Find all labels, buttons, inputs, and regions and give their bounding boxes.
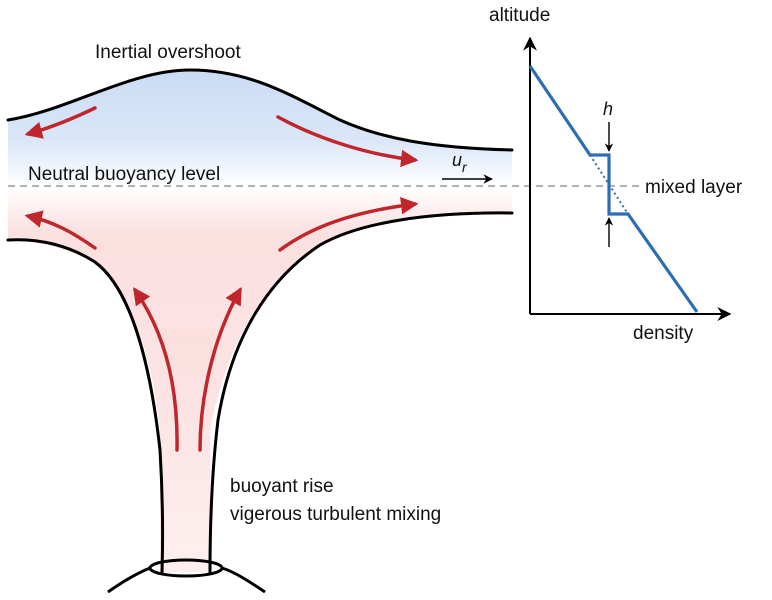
arrow-stem-right xyxy=(198,286,242,452)
plume-outline xyxy=(6,68,514,574)
top-boundary xyxy=(6,68,514,152)
spreading-region xyxy=(8,186,512,572)
ground-left xyxy=(107,566,151,594)
buoyant-rise-label: buoyant rise xyxy=(230,476,334,497)
arrow-stem-left xyxy=(132,287,179,452)
arrow-lower-right xyxy=(278,197,419,252)
left-boundary xyxy=(6,238,165,574)
flow-arrows xyxy=(24,106,419,452)
radial-velocity-subscript: r xyxy=(462,159,468,175)
radial-velocity-label: ur xyxy=(452,150,468,175)
arrow-lower-left xyxy=(24,210,97,250)
mixed-layer-label: mixed layer xyxy=(645,177,743,198)
mixed-layer-thickness-label: h xyxy=(603,99,613,119)
density-axis-label: density xyxy=(633,323,694,344)
arrow-upper-right xyxy=(276,115,419,168)
radial-velocity-symbol: u xyxy=(452,150,462,170)
density-profile-inset: altitude density mixed layer h xyxy=(489,5,743,344)
turbulent-mixing-label: vigerous turbulent mixing xyxy=(230,504,441,525)
right-boundary xyxy=(208,211,514,574)
density-profile-line xyxy=(528,65,699,313)
arrow-upper-left xyxy=(24,106,97,139)
neutral-buoyancy-label: Neutral buoyancy level xyxy=(28,164,220,185)
inertial-overshoot-label: Inertial overshoot xyxy=(95,42,241,63)
altitude-axis-label: altitude xyxy=(489,5,550,26)
ground-right xyxy=(221,566,266,594)
vent xyxy=(107,558,266,594)
